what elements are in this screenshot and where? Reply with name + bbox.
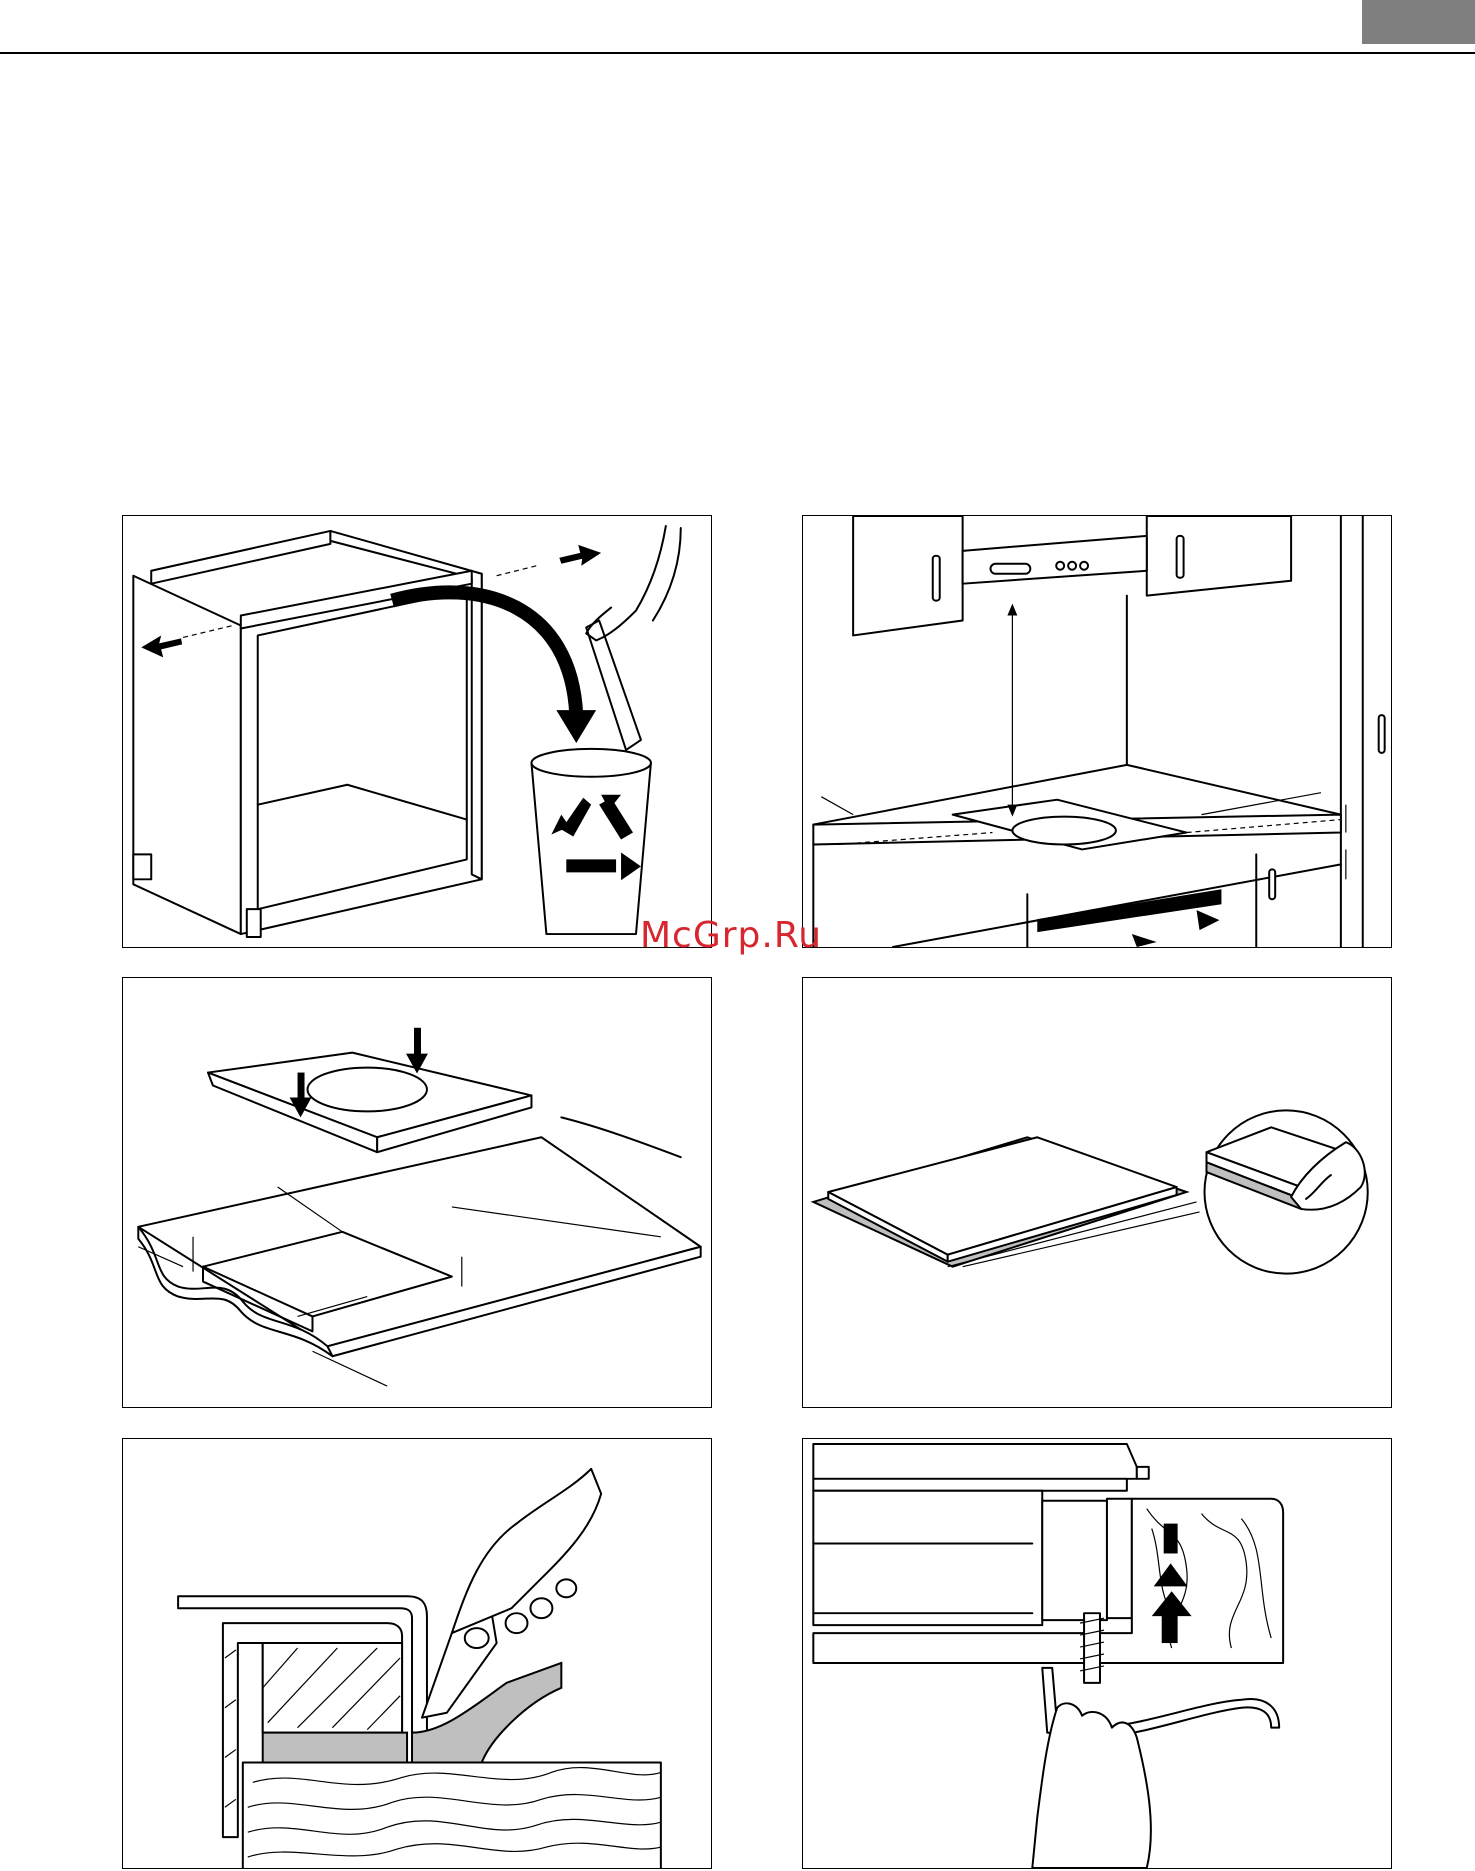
seal-application-illustration <box>803 978 1391 1407</box>
figure-seal-trimming <box>122 1438 712 1869</box>
cabinet-illustration <box>123 516 711 947</box>
kitchen-illustration <box>803 516 1391 947</box>
figure-bracket-fixing <box>802 1438 1392 1869</box>
seal-trimming-illustration <box>123 1439 711 1868</box>
watermark-text: McGrp.Ru <box>640 915 822 956</box>
header-rule <box>0 52 1475 54</box>
worktop-cutout-illustration <box>123 978 711 1407</box>
figure-cabinet-strip-removal <box>122 515 712 948</box>
figure-worktop-cutout <box>122 977 712 1408</box>
bracket-fixing-illustration <box>803 1439 1391 1868</box>
figure-kitchen-clearances <box>802 515 1392 948</box>
header-tab <box>1362 0 1475 44</box>
figure-seal-application <box>802 977 1392 1408</box>
